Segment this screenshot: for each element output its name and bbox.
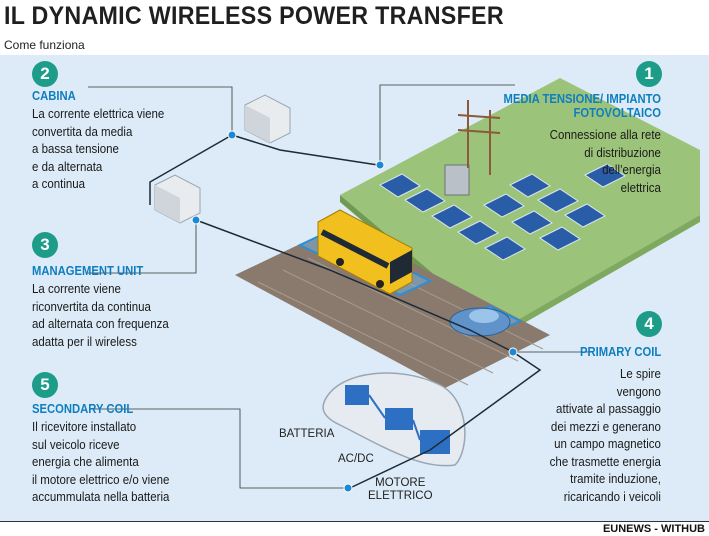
step-5-badge: 5	[32, 372, 58, 398]
bottom-rule	[0, 521, 709, 522]
car-cutaway	[322, 372, 466, 467]
bus	[317, 209, 413, 295]
section-2-title: CABINA	[32, 89, 76, 103]
acdc-label: AC/DC	[338, 453, 374, 465]
cabina-box	[244, 94, 291, 144]
page-title: IL DYNAMIC WIRELESS POWER TRANSFER	[4, 2, 504, 30]
section-4-title: PRIMARY COIL	[579, 345, 661, 359]
section-3-title: MANAGEMENT UNIT	[32, 264, 144, 278]
step-2-badge: 2	[32, 61, 58, 87]
connector-lines	[149, 134, 542, 489]
step-1-badge: 1	[636, 61, 662, 87]
substation-transformer	[444, 164, 470, 196]
step-4-badge: 4	[636, 311, 662, 337]
page-subtitle: Come funziona	[4, 38, 85, 52]
power-pylon	[457, 100, 501, 175]
battery-label: BATTERIA	[279, 428, 335, 440]
battery-block	[345, 385, 369, 405]
credit-text: EUNEWS - WITHUB	[602, 523, 705, 535]
connector-dots	[191, 130, 518, 493]
acdc-block	[385, 408, 413, 430]
car	[449, 307, 511, 337]
section-5-title: SECONDARY COIL	[32, 402, 134, 416]
solar-panels	[379, 163, 626, 261]
management-unit-box	[154, 174, 201, 224]
callout-lines	[88, 84, 590, 489]
motor-block	[420, 430, 450, 454]
road	[235, 225, 550, 388]
step-3-badge: 3	[32, 232, 58, 258]
